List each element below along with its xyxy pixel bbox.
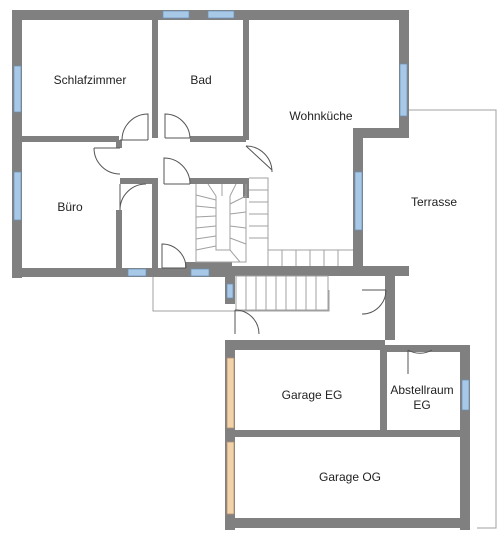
stair-step (195, 215, 217, 218)
label-terrasse: Terrasse (411, 195, 457, 209)
stair-step (195, 245, 217, 251)
wall-corridor-right (385, 276, 395, 340)
wall-bottom-right (225, 266, 409, 276)
terrace-outline (407, 109, 497, 268)
label-buero: Büro (57, 200, 83, 214)
wall-bottom-lower (225, 518, 470, 528)
wall-sz-bottom (22, 136, 119, 142)
wall-corridor-top (385, 268, 409, 276)
door-lower-stair (234, 309, 260, 335)
door-stair (163, 157, 191, 185)
window-top-2 (207, 10, 235, 19)
label-bad: Bad (190, 73, 211, 87)
door-kitchen (245, 145, 273, 173)
label-garage-og: Garage OG (319, 470, 381, 484)
window-bottom-hall (190, 268, 210, 277)
label-wohnkueche: Wohnküche (289, 109, 352, 123)
thin-outlines (152, 109, 497, 529)
door-terrace-lower (361, 289, 387, 315)
wall-right-lower (460, 345, 470, 530)
garage-doors (226, 357, 235, 515)
windows (13, 10, 470, 411)
stair-step (229, 211, 247, 215)
window-kitchen-terrace (354, 171, 363, 231)
wall-buero-east (116, 140, 122, 148)
label-abstellraum: Abstellraum (390, 383, 453, 397)
room-labels: Schlafzimmer Bad Wohnküche Büro Terrasse… (54, 73, 458, 484)
label-schlafzimmer: Schlafzimmer (54, 73, 127, 87)
door-schlafzimmer (120, 113, 149, 141)
window-abstellraum (461, 379, 470, 411)
upper-walls (12, 10, 409, 278)
wall-schlafzimmer-bad (152, 20, 158, 138)
wall-left (12, 10, 22, 278)
window-bottom-buero (127, 268, 147, 277)
doors (93, 113, 433, 374)
door-abstellraum (407, 349, 433, 374)
stair-step (229, 195, 247, 205)
stair-step (229, 249, 241, 263)
wall-bad-bottom (190, 136, 246, 142)
window-right-kitchen (399, 63, 408, 117)
garage-door-og (226, 441, 235, 515)
door-hall (119, 183, 147, 211)
stair-step (195, 194, 217, 201)
wall-garage-divider (225, 430, 470, 437)
staircase (195, 177, 353, 311)
label-abstellraum-eg: EG (413, 398, 430, 412)
stair-step (195, 235, 217, 240)
wall-buero-east-lower (116, 210, 122, 270)
stair-step (195, 205, 217, 209)
wall-abstell-top (385, 345, 470, 352)
right-boundary-line (477, 268, 497, 529)
garage-door-eg (226, 357, 235, 429)
stair-step (229, 237, 247, 245)
wall-garage-top (225, 340, 385, 350)
wall-bad-kitchen (243, 20, 249, 140)
label-garage-eg: Garage EG (282, 388, 343, 402)
wall-kitchen-east-top (353, 128, 409, 138)
stair-well-outline (195, 184, 247, 263)
wall-stair-west (152, 178, 158, 270)
wall-stair-top-left (190, 178, 248, 184)
door-entrance (161, 243, 187, 269)
lower-walls (225, 268, 470, 530)
window-lower-stair (226, 283, 234, 299)
door-bad (164, 113, 191, 139)
door-buero (93, 147, 121, 175)
entrance-outline (152, 276, 330, 312)
stair-step (207, 183, 217, 197)
stair-lower-outline (235, 275, 329, 311)
window-top-1 (162, 10, 190, 19)
wall-hall-bottom (120, 178, 156, 184)
wall-landing (185, 262, 232, 268)
window-left-schlafzimmer (13, 65, 22, 113)
stair-step (229, 225, 247, 229)
stair-step (195, 225, 217, 229)
stair-inner-rail (215, 196, 231, 251)
wall-bottom-left (12, 268, 234, 277)
stair-step (229, 183, 237, 197)
window-left-buero (13, 171, 22, 221)
wall-abstell-west (380, 350, 387, 432)
